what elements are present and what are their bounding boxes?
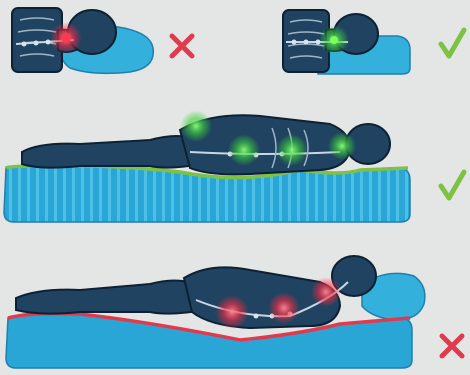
panel-body-supportive-mattress [4,110,410,222]
cross-icon [172,36,192,56]
check-icon [441,172,464,198]
panel-head-low-pillow [12,8,153,73]
cross-icon [442,336,462,356]
pressure-point-mid-back [268,292,300,324]
support-point-neck [328,132,356,160]
panel-body-sagging-mattress [6,256,425,368]
support-point-neck-core [330,36,338,44]
support-point-lower-back [228,134,260,166]
pressure-point-neck-core [61,33,71,43]
mattress [4,166,410,222]
legs [22,136,200,168]
legs [16,280,204,313]
support-point-hip [180,110,212,142]
pressure-point-neck [311,277,341,307]
pressure-point-hip [215,295,249,329]
support-point-mid-back [276,134,308,166]
check-icon [441,30,464,56]
panel-head-supportive-pillow [283,10,410,74]
